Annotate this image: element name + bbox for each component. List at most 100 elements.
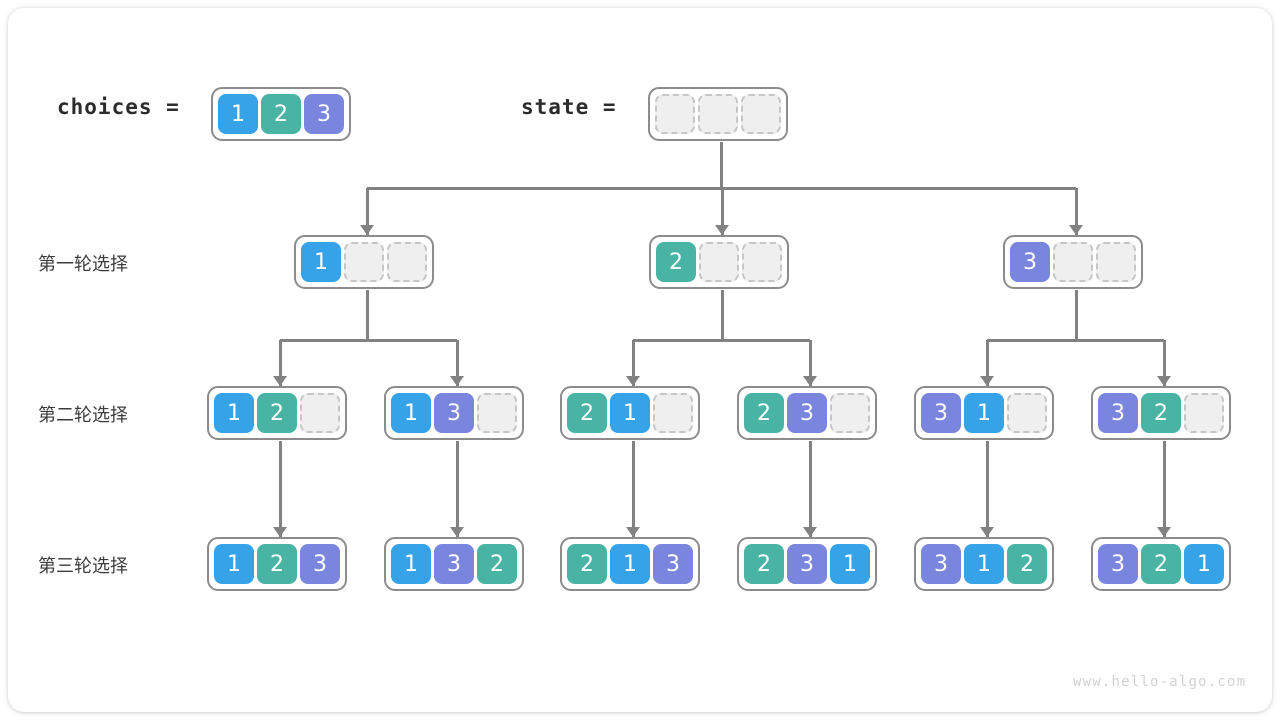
array-cell-filled: 3	[921, 544, 961, 584]
array-cell-filled: 3	[304, 94, 344, 134]
array-cell-filled: 1	[218, 94, 258, 134]
array-cell-filled: 2	[261, 94, 301, 134]
connector-to-level1-0	[365, 188, 369, 235]
diagram-card	[8, 8, 1272, 712]
connector-to-level3-5	[1162, 441, 1166, 537]
array-cell-filled: 3	[1098, 544, 1138, 584]
level1-array-node: 1	[294, 235, 434, 289]
row-label-round-3: 第三轮选择	[38, 556, 128, 577]
array-cell-filled: 1	[610, 544, 650, 584]
array-cell-filled: 1	[610, 393, 650, 433]
connector-to-level3-0	[278, 441, 282, 537]
array-cell-filled: 1	[214, 544, 254, 584]
arrowhead-icon	[803, 527, 817, 537]
arrowhead-icon	[980, 527, 994, 537]
array-cell-filled: 1	[1184, 544, 1224, 584]
arrowhead-icon	[1157, 376, 1171, 386]
array-cell-empty	[699, 242, 739, 282]
array-cell-empty	[830, 393, 870, 433]
array-cell-filled: 2	[1141, 544, 1181, 584]
state-array-node	[648, 87, 788, 141]
array-cell-filled: 1	[214, 393, 254, 433]
connector-to-level2-2-1	[1162, 340, 1166, 386]
array-cell-filled: 3	[300, 544, 340, 584]
array-cell-filled: 2	[1141, 393, 1181, 433]
choices-label: choices =	[57, 95, 180, 119]
connector-level1-stem-0	[365, 290, 369, 340]
array-cell-empty	[1053, 242, 1093, 282]
array-cell-filled: 1	[964, 544, 1004, 584]
connector-to-level1-1	[720, 188, 724, 235]
array-cell-filled: 2	[1007, 544, 1047, 584]
array-cell-filled: 3	[653, 544, 693, 584]
array-cell-filled: 1	[301, 242, 341, 282]
connector-to-level3-3	[808, 441, 812, 537]
connector-to-level2-1-1	[808, 340, 812, 386]
array-cell-filled: 2	[257, 393, 297, 433]
connector-root-stem	[719, 142, 723, 188]
array-cell-filled: 3	[787, 544, 827, 584]
array-cell-filled: 3	[1010, 242, 1050, 282]
arrowhead-icon	[450, 376, 464, 386]
watermark: www.hello-algo.com	[1073, 674, 1247, 690]
array-cell-filled: 2	[656, 242, 696, 282]
connector-to-level2-0-0	[278, 340, 282, 386]
array-cell-filled: 2	[744, 393, 784, 433]
array-cell-empty	[300, 393, 340, 433]
level1-array-node: 3	[1003, 235, 1143, 289]
array-cell-filled: 2	[567, 393, 607, 433]
arrowhead-icon	[450, 527, 464, 537]
arrowhead-icon	[273, 527, 287, 537]
arrowhead-icon	[803, 376, 817, 386]
state-label: state =	[521, 95, 617, 119]
array-cell-filled: 3	[434, 544, 474, 584]
array-cell-empty	[698, 94, 738, 134]
array-cell-filled: 3	[434, 393, 474, 433]
connector-to-level1-2	[1074, 188, 1078, 235]
arrowhead-icon	[980, 376, 994, 386]
arrowhead-icon	[360, 225, 374, 235]
connector-to-level3-4	[985, 441, 989, 537]
array-cell-filled: 1	[391, 393, 431, 433]
arrowhead-icon	[1069, 225, 1083, 235]
arrowhead-icon	[715, 225, 729, 235]
array-cell-filled: 3	[921, 393, 961, 433]
connector-to-level2-1-0	[631, 340, 635, 386]
array-cell-filled: 2	[744, 544, 784, 584]
connector-bus-level2-1	[633, 338, 810, 342]
row-label-round-1: 第一轮选择	[38, 254, 128, 275]
connector-to-level2-2-0	[985, 340, 989, 386]
array-cell-filled: 1	[964, 393, 1004, 433]
array-cell-empty	[344, 242, 384, 282]
connector-bus-level2-2	[987, 338, 1164, 342]
array-cell-filled: 1	[391, 544, 431, 584]
array-cell-empty	[1007, 393, 1047, 433]
connector-level1-stem-2	[1074, 290, 1078, 340]
array-cell-empty	[387, 242, 427, 282]
array-cell-filled: 2	[567, 544, 607, 584]
array-cell-filled: 2	[477, 544, 517, 584]
array-cell-empty	[653, 393, 693, 433]
level1-array-node: 2	[649, 235, 789, 289]
array-cell-filled: 2	[257, 544, 297, 584]
connector-to-level3-1	[455, 441, 459, 537]
row-label-round-2: 第二轮选择	[38, 405, 128, 426]
array-cell-empty	[477, 393, 517, 433]
arrowhead-icon	[273, 376, 287, 386]
arrowhead-icon	[626, 527, 640, 537]
array-cell-empty	[741, 94, 781, 134]
connector-level1-stem-1	[720, 290, 724, 340]
arrowhead-icon	[626, 376, 640, 386]
array-cell-filled: 3	[787, 393, 827, 433]
